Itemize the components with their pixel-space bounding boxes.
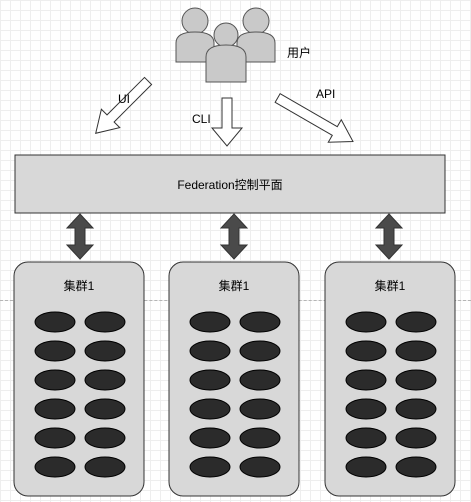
users-label: 用户 [287,46,312,60]
cluster-3-node [395,340,437,362]
person-left-icon [175,7,215,63]
cluster-3-node [345,456,387,478]
double-arrow-center [219,213,249,260]
users-group-icon [175,7,276,83]
cluster-2-node [239,369,281,391]
cluster-1-node [34,311,76,333]
cluster-2-node [239,340,281,362]
cluster-label-1: 集群1 [63,279,95,293]
ui-label: UI [118,92,130,106]
cluster-3-node [345,369,387,391]
cluster-3-node [345,311,387,333]
cluster-3-node [395,311,437,333]
cluster-1-node [84,398,126,420]
cluster-2-node [239,456,281,478]
double-arrow-left [65,213,95,260]
cluster-1-node [84,340,126,362]
double-arrow-right [374,213,404,260]
cluster-1-node [34,340,76,362]
cluster-1-node [84,369,126,391]
person-center-icon [205,22,247,83]
cluster-2-node [189,369,231,391]
cluster-2-node [189,340,231,362]
cluster-1-node [34,369,76,391]
control-plane-label: Federation控制平面 [177,178,283,192]
api-arrow [274,92,354,143]
cluster-1-node [34,398,76,420]
cluster-label-3: 集群1 [374,279,406,293]
cluster-2-node [189,398,231,420]
cluster-1-node [84,456,126,478]
cluster-3-node [395,398,437,420]
control-plane-box[interactable] [14,154,446,214]
cluster-1-node [84,427,126,449]
cluster-3-node [395,456,437,478]
cluster-2-node [239,311,281,333]
person-right-icon [236,7,276,63]
cluster-1-node [84,311,126,333]
cli-arrow [210,97,244,147]
cluster-1-node [34,427,76,449]
cluster-3-node [395,369,437,391]
cli-label: CLI [192,112,211,126]
cluster-2-node [239,398,281,420]
cluster-2-node [239,427,281,449]
api-label: API [316,87,336,101]
cluster-1-node [34,456,76,478]
cluster-3-node [395,427,437,449]
cluster-nodes-layer [34,311,437,478]
cluster-3-node [345,340,387,362]
ui-arrow [95,76,153,134]
cluster-3-node [345,398,387,420]
cluster-2-node [189,456,231,478]
cluster-3-node [345,427,387,449]
cluster-2-node [189,427,231,449]
cluster-2-node [189,311,231,333]
cluster-label-2: 集群1 [218,279,250,293]
